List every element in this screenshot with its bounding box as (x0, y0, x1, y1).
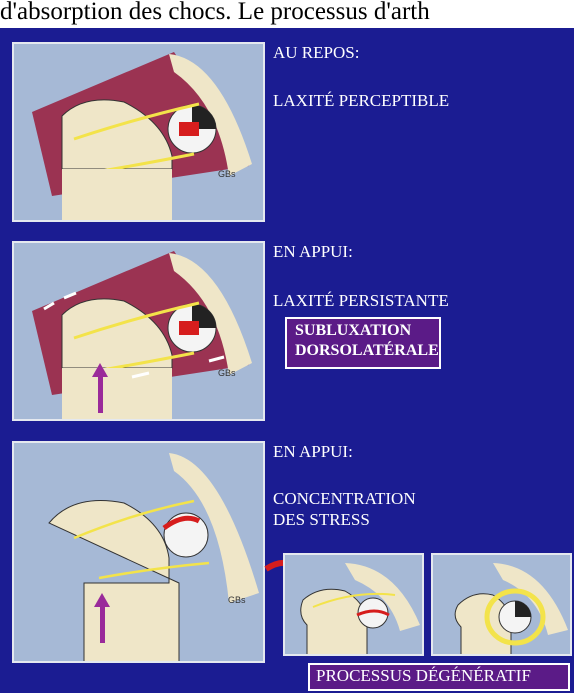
stage3-description-line-1: CONCENTRATION (273, 488, 416, 509)
subluxation-box: SUBLUXATION DORSOLATÉRALE (285, 317, 441, 369)
subluxation-line-2: DORSOLATÉRALE (295, 341, 431, 361)
hip-joint-illustration-stress: GBs (14, 443, 265, 663)
panel-degeneration-2 (431, 553, 572, 656)
degenerated-hip-illustration (285, 555, 424, 656)
caption-text-fragment: d'absorption des chocs. Le processus d'a… (0, 0, 574, 28)
stage2-description: LAXITÉ PERSISTANTE (273, 290, 449, 311)
subluxation-line-1: SUBLUXATION (295, 321, 431, 341)
panel-degeneration-1 (283, 553, 424, 656)
stage1-title: AU REPOS: (273, 42, 359, 63)
hip-joint-illustration-weight-bearing: GBs (14, 243, 265, 421)
stage3-description-line-2: DES STRESS (273, 509, 370, 530)
stage2-title: EN APPUI: (273, 241, 353, 262)
hip-laxity-slide: GBs AU REPOS: LAXITÉ PERCEPTIBLE GBs EN … (0, 28, 574, 693)
degenerative-process-box: PROCESSUS DÉGÉNÉRATIF (308, 663, 570, 691)
author-initials: GBs (218, 368, 236, 378)
panel-at-rest: GBs (12, 42, 265, 222)
panel-weight-bearing: GBs (12, 241, 265, 421)
hip-joint-illustration-at-rest: GBs (14, 44, 265, 222)
stage3-title: EN APPUI: (273, 441, 353, 462)
author-initials: GBs (218, 169, 236, 179)
panel-stress-concentration: GBs (12, 441, 265, 663)
stage1-description: LAXITÉ PERCEPTIBLE (273, 90, 449, 111)
author-initials: GBs (228, 595, 246, 605)
advanced-degeneration-illustration (433, 555, 572, 656)
